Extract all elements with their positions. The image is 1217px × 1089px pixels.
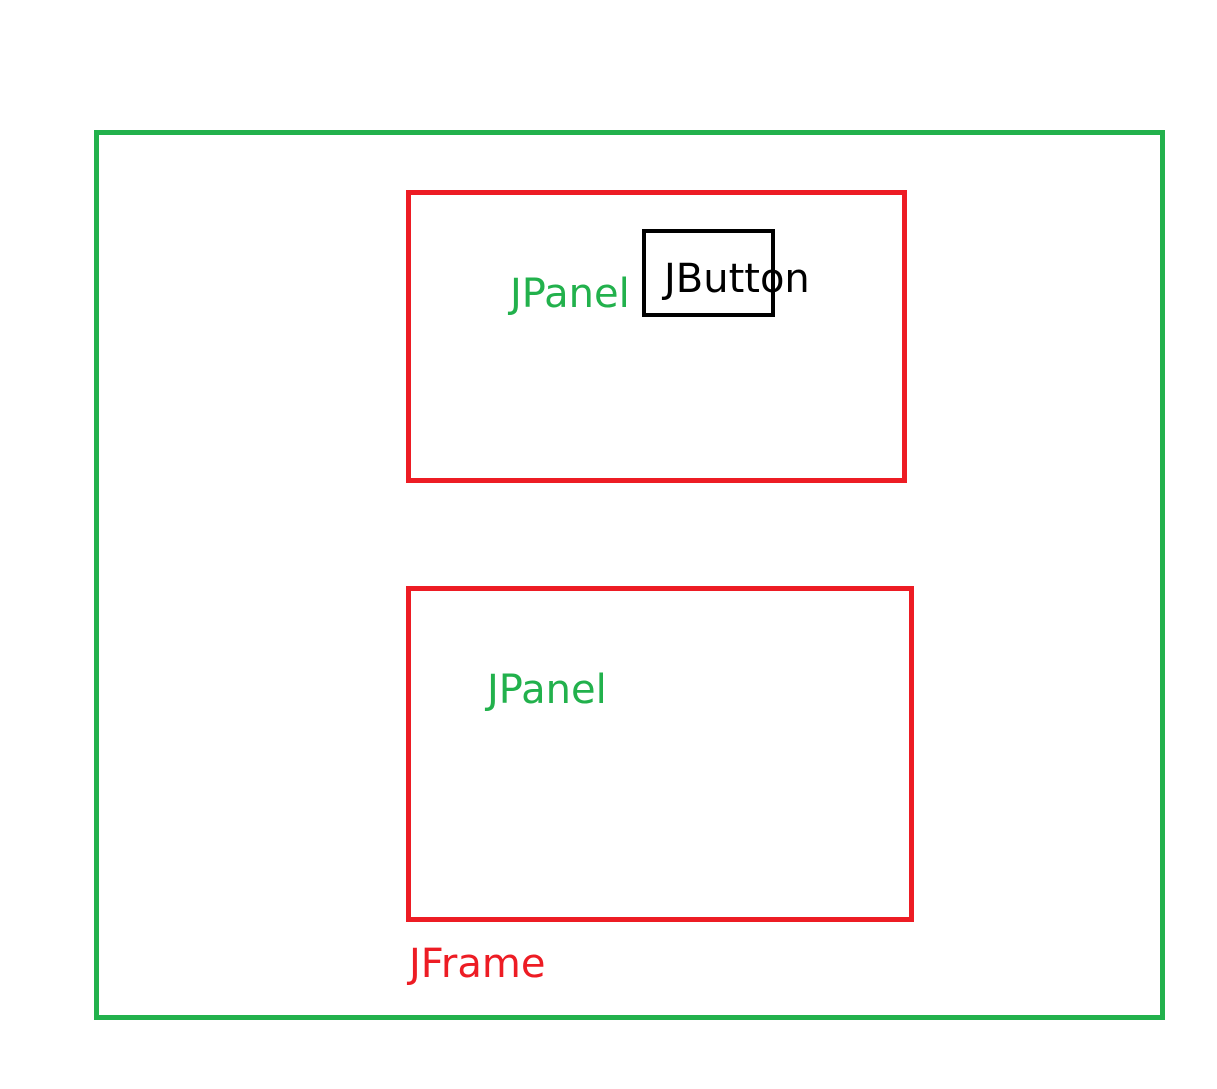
jpanel-bottom-label: JPanel <box>487 667 607 713</box>
jpanel-top-label: JPanel <box>510 271 630 317</box>
jframe-outline <box>94 130 1165 1020</box>
jpanel-bottom-outline <box>406 586 914 922</box>
jbutton-outline <box>642 229 775 317</box>
jbutton-label: JButton <box>664 256 810 302</box>
jframe-label: JFrame <box>409 941 546 987</box>
jpanel-top-outline <box>406 190 907 483</box>
